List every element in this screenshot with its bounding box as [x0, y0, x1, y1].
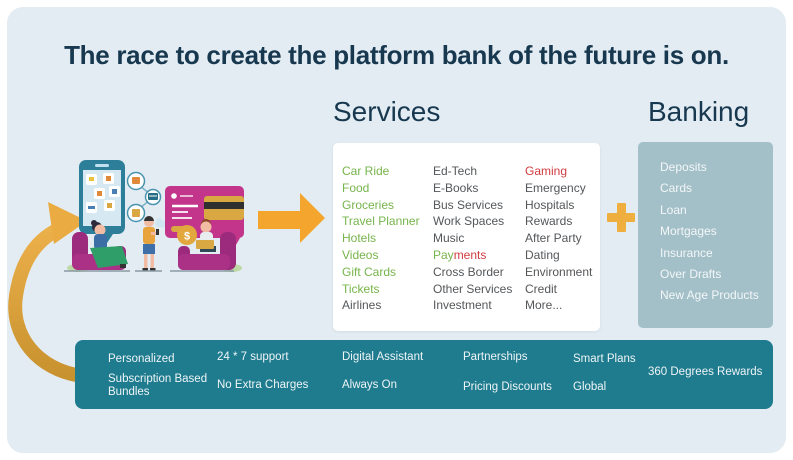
feature-label: Global: [573, 381, 607, 393]
service-item: Investment: [433, 298, 492, 313]
services-heading: Services: [333, 96, 441, 127]
service-item: Music: [433, 231, 465, 246]
people-illustration: [64, 216, 242, 272]
banking-item: Cards: [660, 181, 693, 196]
service-item: Other Services: [433, 281, 513, 296]
service-item: Payments: [433, 247, 487, 262]
service-item: Bus Services: [433, 197, 504, 212]
svg-text:$: $: [184, 231, 190, 243]
service-item: Travel Planner: [342, 214, 420, 229]
feature-label: Personalized: [108, 353, 175, 365]
service-item: Rewards: [525, 214, 573, 229]
dollar-coin-icon: $: [177, 225, 197, 245]
service-item: Airlines: [342, 298, 382, 313]
banking-item: New Age Products: [660, 288, 759, 303]
curved-arrow-icon: [8, 202, 87, 383]
banking-item: Over Drafts: [660, 267, 722, 282]
banking-item: Mortgages: [660, 224, 717, 239]
features-bar: Personalized Subscription Based Bundles …: [75, 340, 773, 409]
people-devices-illustration: $: [8, 160, 244, 383]
service-item: Groceries: [342, 197, 395, 212]
feature-label: Smart Plans: [573, 353, 636, 365]
payment-card-panel-illustration: [165, 186, 244, 250]
service-item: Ed-Tech: [433, 164, 478, 178]
service-item: Hospitals: [525, 197, 575, 212]
network-nodes-icon: [126, 171, 162, 223]
service-item: Car Ride: [342, 164, 390, 178]
credit-card-icon: [204, 196, 244, 220]
service-item: Hotels: [342, 231, 377, 246]
service-item: Videos: [342, 247, 379, 262]
banking-heading: Banking: [648, 96, 750, 127]
banking-item: Loan: [660, 202, 687, 217]
feature-label: Always On: [342, 379, 397, 391]
service-item: Gift Cards: [342, 264, 397, 279]
service-item: Tickets: [342, 281, 380, 296]
feature-label: Pricing Discounts: [463, 381, 552, 393]
shopping-icons: [86, 173, 120, 213]
feature-highlight-label: 360 Degrees Rewards: [648, 366, 763, 378]
slide-title: The race to create the platform bank of …: [64, 40, 729, 70]
feature-label: No Extra Charges: [217, 379, 309, 391]
feature-label: Partnerships: [463, 351, 528, 363]
service-item: Work Spaces: [433, 214, 505, 229]
feature-label: Digital Assistant: [342, 351, 424, 363]
banking-item: Deposits: [660, 160, 707, 174]
service-item: E-Books: [433, 180, 479, 195]
plus-icon: [607, 203, 635, 232]
service-item: Environment Credit: [525, 264, 593, 296]
service-item: Cross Border: [433, 264, 504, 279]
feature-label: Subscription Based Bundles: [108, 373, 208, 398]
service-item: Emergency: [525, 180, 586, 195]
arrow-right-icon: [258, 193, 325, 243]
service-item: Dating: [525, 247, 560, 262]
service-item: More...: [525, 298, 563, 313]
service-item: After Party: [525, 231, 582, 246]
feature-label: 24 * 7 support: [217, 351, 289, 363]
banking-item: Insurance: [660, 245, 713, 260]
service-item: Food: [342, 180, 370, 195]
service-item: Gaming: [525, 164, 568, 178]
